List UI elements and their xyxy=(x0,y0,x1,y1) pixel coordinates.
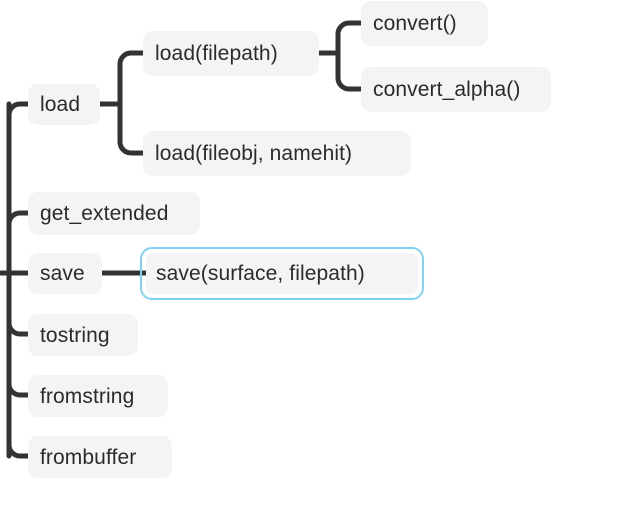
node-load-filepath[interactable]: load(filepath) xyxy=(143,31,319,76)
node-convert-alpha[interactable]: convert_alpha() xyxy=(361,67,551,112)
node-label: load(fileobj, namehit) xyxy=(155,142,353,165)
node-load-fileobj[interactable]: load(fileobj, namehit) xyxy=(143,131,411,176)
node-get-extended[interactable]: get_extended xyxy=(28,192,200,235)
node-label: save xyxy=(40,262,85,285)
node-label: convert_alpha() xyxy=(373,78,521,101)
edge-filepath-children xyxy=(335,20,364,92)
edge-root-load xyxy=(6,101,31,118)
node-label: fromstring xyxy=(40,384,135,408)
edge-root-tostring xyxy=(6,320,31,337)
edge-load-children xyxy=(117,50,146,156)
node-load[interactable]: load xyxy=(28,84,100,125)
node-label: load xyxy=(40,93,81,116)
node-label: frombuffer xyxy=(40,445,137,469)
node-frombuffer[interactable]: frombuffer xyxy=(28,436,172,478)
node-label: get_extended xyxy=(40,202,169,225)
edge-root-get-extended xyxy=(6,210,31,227)
node-label: convert() xyxy=(373,12,457,35)
node-label: save(surface, filepath) xyxy=(156,262,365,285)
node-inner: save(surface, filepath) xyxy=(146,253,418,294)
node-label: tostring xyxy=(40,323,110,347)
edge-root-frombuffer xyxy=(6,442,31,459)
node-save-surface-filepath-selected[interactable]: save(surface, filepath) xyxy=(140,247,424,300)
node-save[interactable]: save xyxy=(28,253,102,294)
node-fromstring[interactable]: fromstring xyxy=(28,375,168,417)
node-label: load(filepath) xyxy=(155,42,278,65)
node-tostring[interactable]: tostring xyxy=(28,314,138,356)
node-convert[interactable]: convert() xyxy=(361,1,488,46)
edge-root-fromstring xyxy=(6,381,31,398)
